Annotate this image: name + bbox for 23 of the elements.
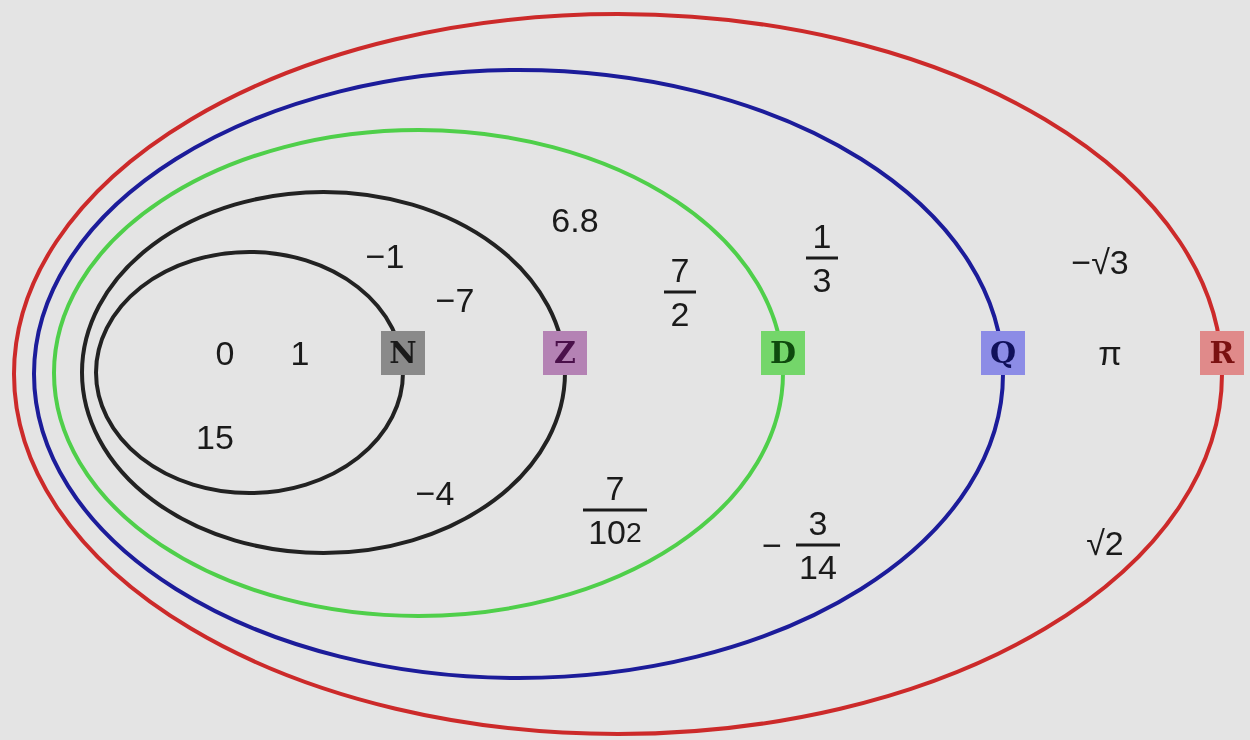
number-label: −1 (365, 236, 405, 276)
number-label: 1 (290, 333, 310, 373)
number-label: √2 (1086, 523, 1124, 563)
number-label: 3 (808, 503, 828, 543)
set-symbol-label: R (1200, 331, 1244, 375)
number-label: 15 (196, 417, 234, 457)
number-label: 6.8 (551, 200, 599, 240)
number-label: − (762, 525, 782, 565)
number-label: π (1098, 333, 1122, 373)
number-label: −7 (435, 280, 475, 320)
number-label: 7 (605, 468, 625, 508)
number-label: −4 (415, 473, 455, 513)
number-label: 2 (670, 294, 690, 334)
number-label: 3 (812, 260, 832, 300)
set-symbol-label: N (381, 331, 425, 375)
set-symbol-label: Q (981, 331, 1025, 375)
number-label: 14 (799, 547, 837, 587)
number-label: 0 (215, 333, 235, 373)
number-label: −√3 (1071, 242, 1129, 282)
set-symbol-label: Z (543, 331, 587, 375)
number-label: 1 (812, 216, 832, 256)
set-symbol-label: D (761, 331, 805, 375)
number-label: 7 (670, 250, 690, 290)
